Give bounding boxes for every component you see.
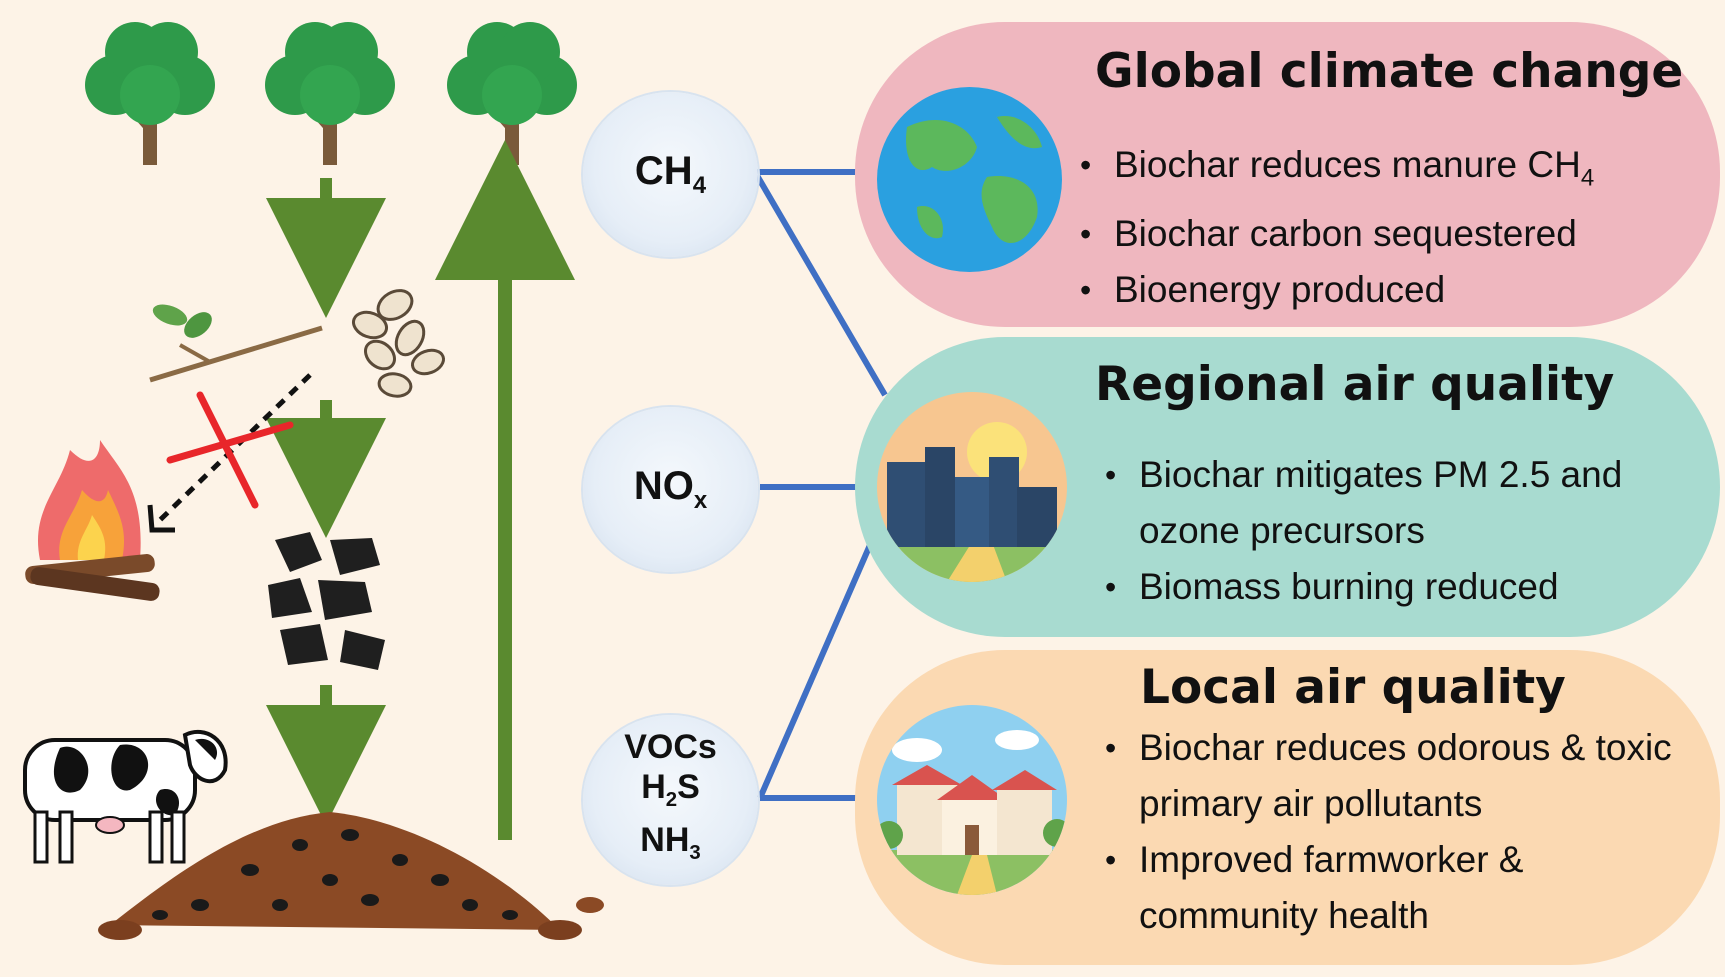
gas-vocs: VOCs H2S NH3 [583, 715, 758, 885]
gas-nox-label: NOx [633, 464, 708, 514]
bullet-item: Biochar reduces odorous & toxic primary … [1105, 720, 1685, 832]
cross-icon [166, 391, 294, 509]
manure-pile-icon [98, 812, 604, 940]
panel-regional-air: Regional air quality Biochar mitigates P… [855, 337, 1720, 637]
tree-icon [85, 22, 215, 165]
seeds-icon [352, 289, 445, 398]
bullet-item: Biochar mitigates PM 2.5 and ozone precu… [1105, 447, 1685, 559]
panel-title: Regional air quality [1095, 357, 1615, 412]
bullet-item: Improved farmworker & community health [1105, 832, 1685, 944]
gas-vocs-label: VOCs [624, 728, 717, 767]
bullet-item: Bioenergy produced [1080, 262, 1594, 318]
panel-title: Global climate change [1095, 44, 1684, 99]
bullet-item: Biomass burning reduced [1105, 559, 1685, 615]
globe-icon [877, 87, 1062, 272]
bullet-item: Biochar carbon sequestered [1080, 206, 1594, 262]
tree-icon [447, 22, 577, 165]
dashed-arrowhead [147, 504, 175, 533]
panel-local-air: Local air quality Biochar reduces odorou… [855, 650, 1720, 965]
gas-nh3-label: NH3 [640, 821, 701, 864]
burning-path-dashed [158, 373, 312, 522]
branch-icon [149, 304, 323, 383]
connector-lines [752, 169, 888, 801]
panel-global-climate: Global climate change Biochar reduces ma… [855, 22, 1720, 327]
charcoal-icon [268, 532, 385, 670]
panel-title: Local air quality [1140, 660, 1566, 715]
gas-h2s-label: H2S [641, 768, 700, 811]
gas-nox: NOx [583, 407, 758, 572]
bullet-list: Biochar reduces odorous & toxic primary … [1105, 720, 1685, 944]
city-icon [877, 392, 1067, 582]
fire-icon [25, 440, 160, 601]
cow-icon [23, 729, 228, 864]
bullet-item: Biochar reduces manure CH4 [1080, 137, 1594, 206]
gas-ch4-label: CH4 [634, 149, 707, 199]
tree-icon [265, 22, 395, 165]
gas-ch4: CH4 [583, 92, 758, 257]
bullet-list: Biochar mitigates PM 2.5 and ozone precu… [1105, 447, 1685, 615]
houses-icon [877, 705, 1067, 895]
bullet-list: Biochar reduces manure CH4 Biochar carbo… [1080, 137, 1594, 318]
